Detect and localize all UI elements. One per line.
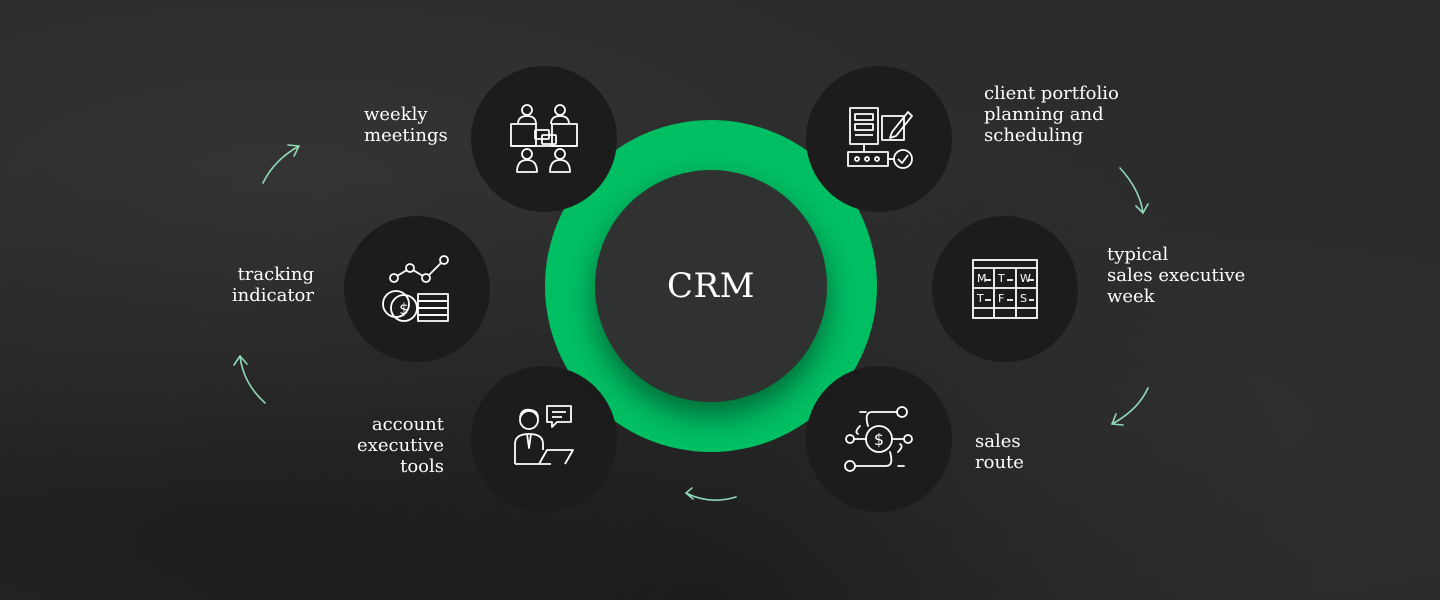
node-tracking-indicator: $ (344, 216, 490, 362)
label-tracking-indicator: tracking indicator (231, 264, 314, 306)
arrow-lower-left-icon (233, 355, 266, 404)
label-weekly-meetings: weekly meetings (364, 104, 448, 146)
executive-chat-icon (514, 405, 574, 465)
crm-title: CRM (667, 266, 755, 306)
node-client-portfolio (806, 66, 952, 212)
arrow-upper-left-icon (262, 144, 300, 184)
coins-chart-icon: $ (382, 255, 449, 322)
svg-text:$: $ (399, 300, 409, 318)
calendar-week-icon: M T W T F S (972, 259, 1038, 319)
node-weekly-meetings (471, 66, 617, 212)
label-account-tools: account executive tools (357, 414, 444, 477)
cal-letter-s: S (1020, 292, 1027, 305)
arrow-bottom-icon (685, 487, 737, 501)
crm-center: CRM (595, 170, 827, 402)
svg-text:$: $ (874, 430, 884, 449)
cal-letter-t1: T (997, 272, 1005, 285)
document-checklist-icon (847, 107, 913, 169)
arrow-upper-right-icon (1119, 167, 1149, 214)
cal-letter-t2: T (976, 292, 984, 305)
label-sales-route: sales route (975, 431, 1024, 473)
label-client-portfolio: client portfolio planning and scheduling (984, 83, 1119, 146)
cal-letter-f: F (998, 292, 1004, 305)
node-account-tools (471, 366, 617, 512)
cal-letter-w: W (1020, 272, 1031, 285)
dollar-route-icon: $ (844, 406, 913, 472)
arrow-lower-right-icon (1111, 387, 1149, 426)
label-sales-week: typical sales executive week (1107, 244, 1246, 307)
node-sales-week: M T W T F S (932, 216, 1078, 362)
meeting-icon (510, 104, 578, 173)
node-sales-route: $ (806, 366, 952, 512)
cal-letter-m: M (977, 272, 987, 285)
